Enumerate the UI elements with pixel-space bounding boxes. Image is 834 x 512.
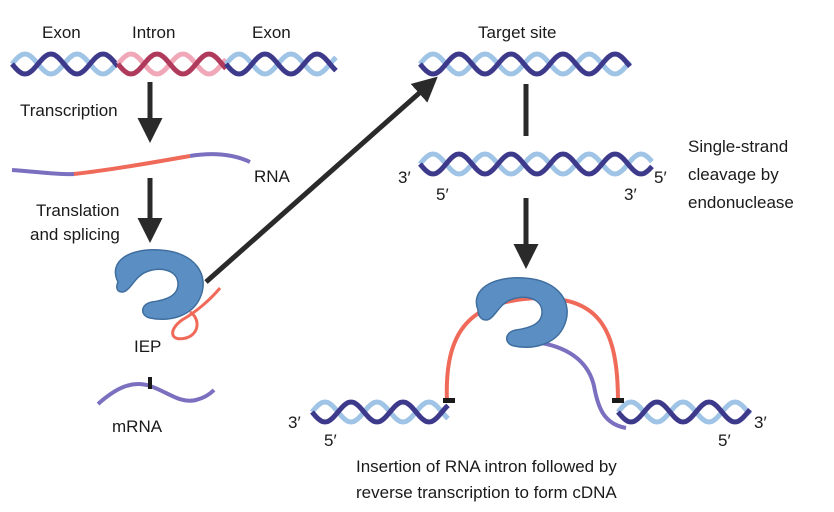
rna-strand [11, 152, 251, 177]
cleaved-3prime-left: 3′ [398, 168, 411, 187]
cleavage-label-line2: cleavage by [688, 165, 779, 184]
mrna-splice-junction [148, 377, 152, 389]
cleaved-5prime-left: 5′ [436, 185, 449, 204]
gene-dna-helix [10, 51, 338, 77]
rna-label: RNA [254, 167, 291, 186]
exon-right-label: Exon [252, 23, 291, 42]
cdna-strand [534, 340, 627, 430]
right-cut-marker [612, 398, 624, 403]
exon-right-helix [224, 51, 338, 77]
cleaved-3prime-right: 3′ [624, 185, 637, 204]
iep-intron-rna [171, 287, 222, 341]
cleavage-label-line1: Single-strand [688, 137, 788, 156]
iep-protein [114, 249, 204, 320]
exon-left-label: Exon [42, 23, 81, 42]
insertion-3prime-left: 3′ [288, 413, 301, 432]
intron-label: Intron [132, 23, 175, 42]
insertion-5prime-left: 5′ [324, 431, 337, 450]
mrna-strand [96, 382, 216, 406]
insertion-right-helix [616, 399, 752, 425]
insertion-5prime-right: 5′ [718, 431, 731, 450]
iep-label: IEP [134, 337, 161, 356]
homing-arrow [204, 76, 438, 284]
target-site-helix [418, 51, 632, 77]
cleaved-5prime-right: 5′ [654, 168, 667, 187]
mrna-label: mRNA [112, 417, 163, 436]
iep-protein-bound [475, 277, 568, 348]
insertion-3prime-right: 3′ [754, 413, 767, 432]
translation-label-line2: and splicing [30, 225, 120, 244]
translation-label-line1: Translation [36, 201, 119, 220]
left-cut-marker [443, 398, 455, 403]
cleaved-dna-helix [418, 151, 654, 177]
target-site-label: Target site [478, 23, 556, 42]
cleavage-label-line3: endonuclease [688, 193, 794, 212]
intron-helix [116, 51, 228, 77]
exon-left-helix [10, 51, 120, 77]
transcription-label: Transcription [20, 101, 118, 120]
insertion-left-helix [310, 399, 450, 425]
insertion-caption-line1: Insertion of RNA intron followed by [356, 457, 617, 476]
insertion-caption-line2: reverse transcription to form cDNA [356, 483, 617, 502]
